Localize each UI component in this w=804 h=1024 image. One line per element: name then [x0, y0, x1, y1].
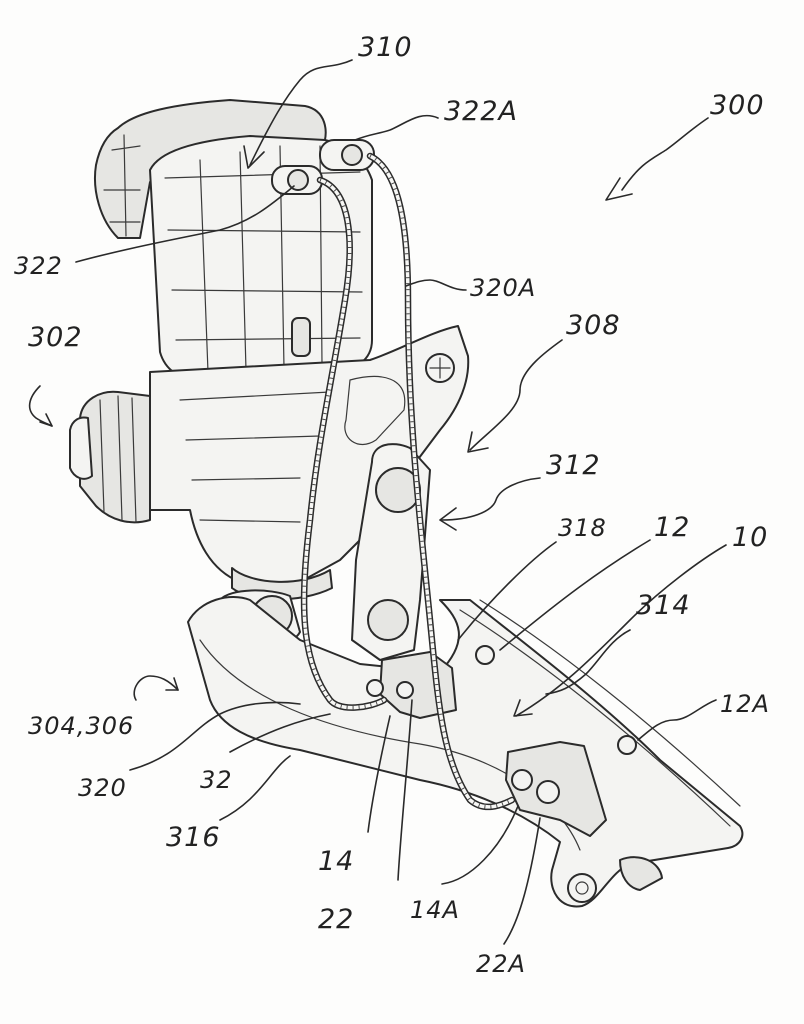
- arrow-308: [467, 431, 489, 453]
- label-304-306: 304,306: [28, 712, 134, 740]
- label-22A: 22A: [476, 950, 526, 978]
- leader-318: [457, 541, 557, 641]
- label-316: 316: [166, 822, 221, 853]
- label-12: 12: [654, 512, 690, 543]
- hole-12: [475, 645, 495, 665]
- leader-322: [75, 185, 295, 263]
- leader-22: [397, 699, 413, 881]
- arrow-10: [513, 699, 533, 717]
- leader-320: [129, 701, 301, 771]
- label-14A: 14A: [410, 896, 460, 924]
- leader-322A: [354, 114, 439, 141]
- leader-12: [499, 539, 651, 651]
- derailleur-body: [149, 325, 470, 583]
- cable-320A: [366, 152, 516, 811]
- guide-pivot: [567, 873, 597, 903]
- label-22: 22: [318, 904, 354, 935]
- battery-latch: [291, 317, 311, 357]
- label-10: 10: [732, 522, 768, 553]
- label-312: 312: [546, 450, 601, 481]
- arrow-310: [243, 145, 265, 169]
- leader-22A: [503, 817, 541, 945]
- leader-312: [441, 477, 541, 521]
- label-320: 320: [78, 774, 127, 802]
- label-302: 302: [28, 322, 83, 353]
- front-derailleur-assembly: [69, 99, 744, 908]
- chain-guide: [187, 596, 744, 908]
- leader-10: [515, 544, 727, 717]
- arrow-300: [605, 177, 633, 201]
- label-322A: 322A: [444, 96, 518, 127]
- leader-308: [469, 339, 563, 451]
- leader-316: [219, 755, 291, 821]
- label-300: 300: [710, 90, 765, 121]
- arrow-302: [39, 413, 53, 427]
- label-318: 318: [558, 514, 607, 542]
- pivot-lower: [367, 599, 409, 641]
- hole-12A: [617, 735, 637, 755]
- leader-320A: [405, 279, 467, 291]
- leader-304-306: [133, 675, 179, 701]
- reference-labels: 300 310 322A 322 320A 302 308 312 318 12…: [14, 32, 770, 978]
- label-308: 308: [566, 310, 621, 341]
- plug-322: [271, 165, 323, 195]
- label-32: 32: [200, 766, 233, 794]
- label-314: 314: [636, 590, 691, 621]
- label-310: 310: [358, 32, 413, 63]
- leader-14A: [441, 805, 519, 885]
- leader-310: [249, 59, 353, 166]
- leader-314: [545, 629, 631, 695]
- plug-322A: [319, 139, 375, 171]
- label-322: 322: [14, 252, 63, 280]
- leader-14: [367, 715, 391, 833]
- leader-12A: [637, 699, 717, 741]
- cable-320: [300, 176, 388, 711]
- leader-32: [229, 713, 331, 753]
- arrow-304-306: [165, 677, 179, 691]
- label-12A: 12A: [720, 690, 770, 718]
- leader-lines: [28, 59, 727, 945]
- label-320A: 320A: [470, 274, 536, 302]
- leader-300: [621, 117, 709, 191]
- label-14: 14: [318, 846, 354, 877]
- arrow-312: [439, 507, 457, 531]
